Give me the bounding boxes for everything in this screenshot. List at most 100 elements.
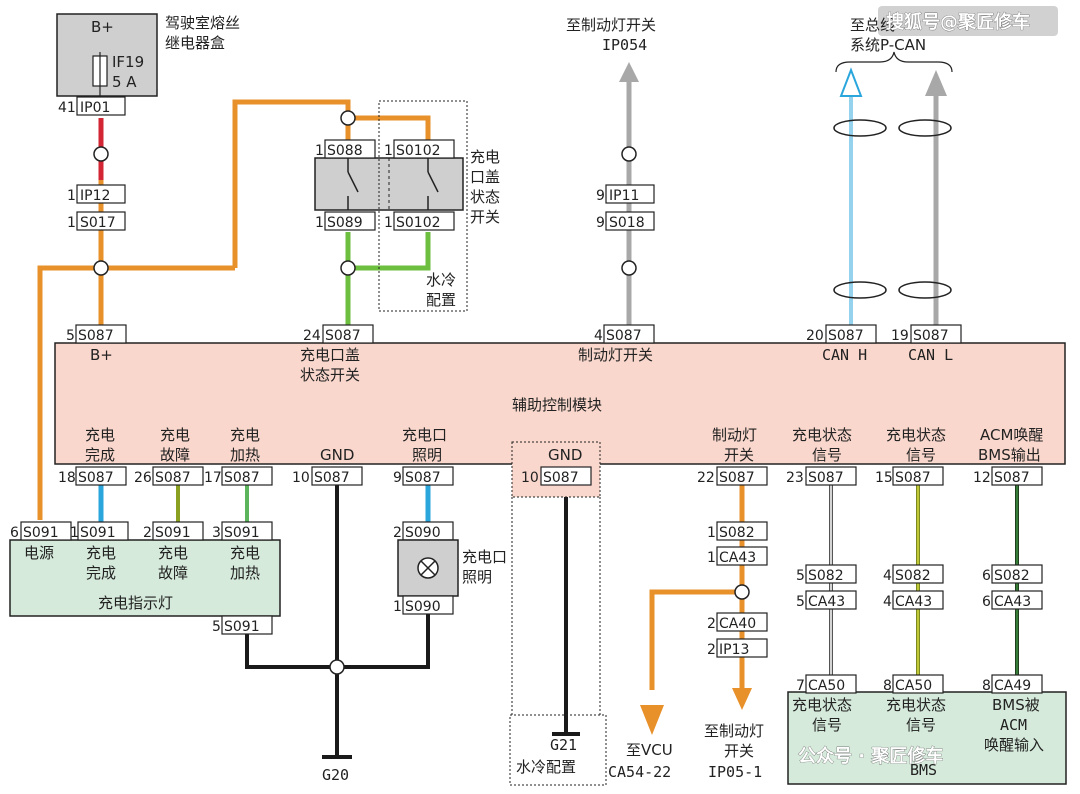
pin-1-s088: 1 [315,143,324,159]
bms-wake-1: BMS被 [992,696,1040,714]
pin-9-ip11: 9 [596,188,605,204]
conn-s0102b: S0102 [396,215,441,231]
pin-12: 12 [973,470,991,486]
pin-10a: 10 [292,470,310,486]
conn-s087-20: S087 [828,328,864,344]
ind-heat-1: 充电 [230,544,260,562]
mod-state2-2: 信号 [906,446,936,464]
brake-top-2: IP054 [602,36,647,54]
conn-s018: S018 [609,215,645,231]
pin-1g: 1 [70,525,79,541]
switch-label-2: 口盖 [470,168,500,186]
mod-bplus: B+ [90,346,113,364]
wire-orange-switch-top [232,99,431,268]
pin-2d: 2 [707,642,716,658]
splice-red [93,146,109,162]
conn-s087-9: S087 [405,470,441,486]
conn-ca50-7: CA50 [808,678,845,694]
pin-19: 19 [891,328,909,344]
arrow-can-h [839,67,863,97]
bms-wake-2: ACM [1000,716,1027,734]
water-cool-1: 水冷 [426,271,456,289]
pin-1-s0102b: 1 [384,215,393,231]
brake-out-3: IP05-1 [708,763,762,781]
conn-s090-1: S090 [405,599,441,615]
mod-fault-1: 充电 [160,426,190,444]
wire-orange-vcu [649,589,742,690]
vcu-2: CA54-22 [608,763,671,781]
pin-5b: 5 [212,619,221,635]
conn-s091-6: S091 [23,525,59,541]
fuse-power: B+ [91,18,114,36]
pin-2a: 2 [143,525,152,541]
ground-g20: G20 [322,766,349,784]
pin-6: 6 [10,525,19,541]
brake-output-connectors: 1 S082 1 CA43 2 CA40 2 IP13 至VCU CA54-22… [608,521,768,781]
pin-10b: 10 [521,470,539,486]
mod-canh: CAN H [822,346,867,364]
mod-complete-2: 完成 [85,446,115,464]
mod-brake-b-2: 开关 [724,446,754,464]
pin-7: 7 [796,678,805,694]
mod-light-1: 充电口 [402,426,447,444]
conn-ip11: IP11 [609,188,639,204]
mod-gnd2: GND [548,446,582,464]
mod-lid-1: 充电口盖 [300,346,360,364]
watermark-bottom: 公众号 · 聚匠修车 [798,745,943,767]
bms-title: BMS [910,761,937,779]
conn-s082-6: S082 [994,568,1030,584]
pin-4b: 4 [883,568,892,584]
ind-complete-1: 充电 [86,544,116,562]
mod-state1-2: 信号 [812,446,842,464]
aux-control-module: 5 S087 24 S087 4 S087 20 S087 19 S087 B+… [54,324,1066,498]
conn-ca50-8: CA50 [895,678,932,694]
ind-fault-1: 充电 [158,544,188,562]
pin-1j: 1 [707,550,716,566]
pin-17: 17 [204,470,222,486]
splice-switch-bottom [340,260,356,276]
watermark-top: 搜狐号@聚匠修车 [886,11,1030,33]
grounds: G20 G21 水冷配置 [322,497,607,786]
brake-top-1: 至制动灯开关 [566,16,656,34]
bms-state1-2: 信号 [812,716,842,734]
conn-ip12: IP12 [80,188,110,204]
pin-2b: 2 [393,525,402,541]
pin-23: 23 [786,470,804,486]
conn-s087-26: S087 [155,470,191,486]
mod-light-2: 照明 [412,446,442,464]
switch-label-1: 充电 [470,148,500,166]
arrow-vcu [640,705,664,735]
pin-1h: 1 [393,599,402,615]
can-top-1: 至总线 [850,16,895,34]
pin-15: 15 [875,470,893,486]
conn-ip01: IP01 [80,100,110,116]
conn-s087-19: S087 [913,328,949,344]
conn-s087-17: S087 [224,470,260,486]
pin-4c: 4 [883,594,892,610]
connectors-top: 41 IP01 1 IP12 1 S017 1 S088 1 S0102 1 S… [58,16,926,312]
mod-fault-2: 故障 [160,446,190,464]
splice-bplus [93,260,109,276]
switch-label-4: 开关 [470,208,500,226]
pin-24: 24 [303,328,321,344]
conn-s087-23: S087 [808,470,844,486]
fuse-box-label1: 驾驶室熔丝 [165,14,240,32]
bms-wake-3: 唤醒输入 [984,736,1044,754]
watermarks: 搜狐号@聚匠修车 公众号 · 聚匠修车 [798,6,1058,767]
conn-s087-4: S087 [606,328,642,344]
pin-5: 5 [66,328,75,344]
pin-2c: 2 [707,616,716,632]
pin-4: 4 [594,328,603,344]
pin-26: 26 [134,470,152,486]
mod-heat-2: 加热 [230,446,260,464]
pin-6c: 6 [982,594,991,610]
charge-port-lamp: 2 S090 1 S090 充电口 照明 [393,521,507,615]
fuse-box-label2: 继电器盒 [165,34,225,52]
conn-s087-5: S087 [78,328,114,344]
charge-indicator: 6 S091 1 S091 2 S091 3 S091 电源 充电 完成 充电 … [9,521,281,635]
splice-brake-out [734,584,750,600]
bms-state1-1: 充电状态 [792,696,852,714]
conn-ca43-5: CA43 [808,594,845,610]
vcu-1: 至VCU [626,741,673,759]
conn-s091-1: S091 [80,525,116,541]
